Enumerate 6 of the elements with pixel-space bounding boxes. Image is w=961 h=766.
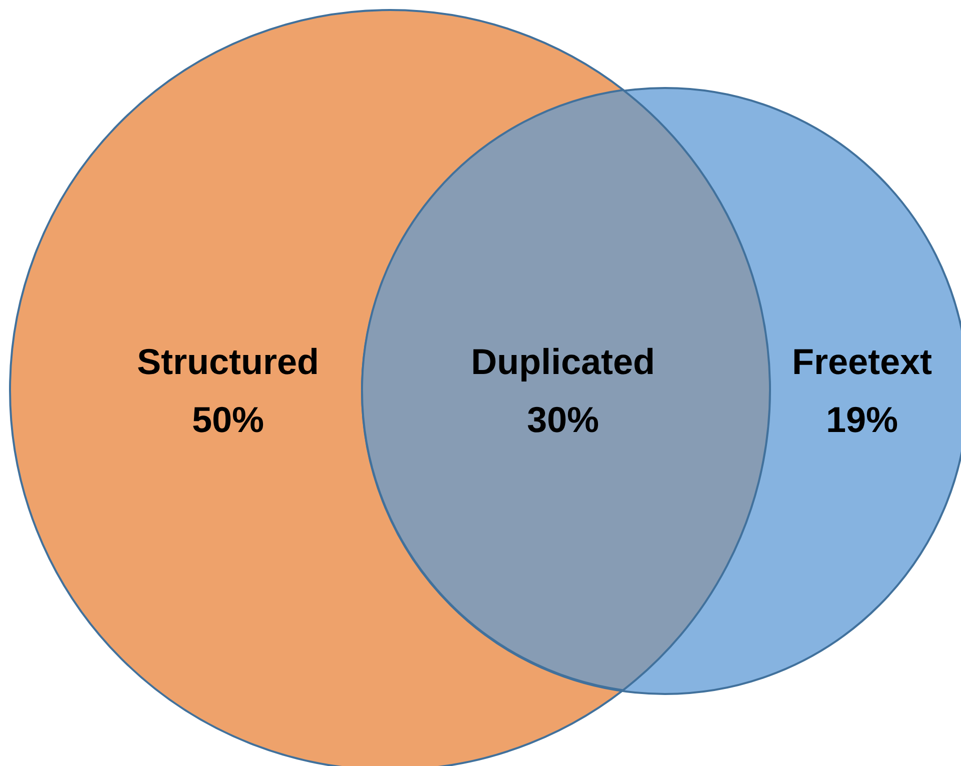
category-label: Duplicated bbox=[470, 340, 656, 384]
percentage-label: 19% bbox=[826, 398, 898, 442]
category-label: Freetext bbox=[792, 340, 932, 384]
category-label: Structured bbox=[136, 340, 320, 384]
percentage-label: 30% bbox=[526, 398, 600, 442]
percentage-label: 50% bbox=[192, 398, 264, 442]
